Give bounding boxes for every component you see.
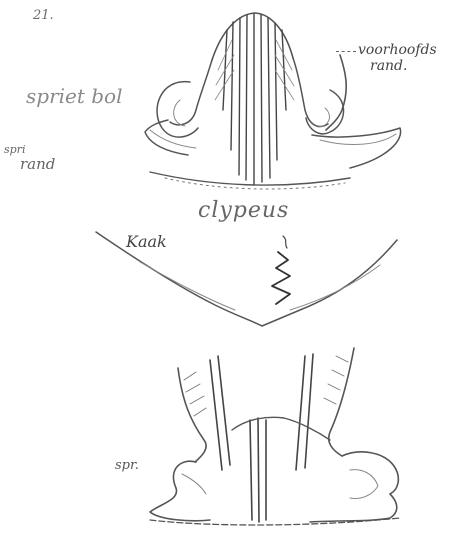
voorhoofds-rand-label: voorhoofds rand. <box>358 42 437 74</box>
kaak-left-inner <box>140 262 235 310</box>
lower-base-line <box>150 518 400 525</box>
kaak-left-edge <box>96 232 262 326</box>
left-socket-inner <box>174 100 185 126</box>
head-left-contour <box>170 60 212 125</box>
kaak-label: Kaak <box>126 232 167 251</box>
right-antenna-socket <box>306 90 344 134</box>
spr-label: spr. <box>115 458 139 473</box>
rand-word-left: rand <box>4 157 55 172</box>
forehead-stripes <box>223 14 286 185</box>
voorhoofds-word: voorhoofds <box>358 42 437 58</box>
clypeus-margin <box>150 172 350 185</box>
labrum-squiggle <box>283 236 287 248</box>
left-mandible <box>178 368 206 462</box>
lower-head-section <box>150 348 400 525</box>
left-lobe-inner <box>182 474 206 494</box>
spri-rand-label: spri rand <box>4 142 55 172</box>
rand-word-top: rand. <box>358 58 437 74</box>
forehead-dome <box>212 13 293 60</box>
left-antenna-socket <box>157 82 198 137</box>
lower-vertical-bars <box>210 354 313 522</box>
left-lower-lobe <box>150 461 210 520</box>
kaak-right-inner <box>290 265 380 310</box>
right-lower-lobe <box>310 452 398 522</box>
voorhoofds-pointer-line <box>336 51 356 52</box>
labrum-zigzag <box>272 252 290 304</box>
right-mandible-hatch <box>324 356 348 404</box>
central-plate <box>232 417 330 440</box>
clypeus-label: clypeus <box>198 198 289 223</box>
right-lobe-inner <box>350 470 378 499</box>
corner-mark-label: 21. <box>33 8 54 23</box>
sprietbol-label: spriet bol <box>26 84 123 108</box>
head-right-contour <box>293 58 328 126</box>
kaak-right-edge <box>262 240 397 326</box>
head-upper-section <box>145 13 401 189</box>
